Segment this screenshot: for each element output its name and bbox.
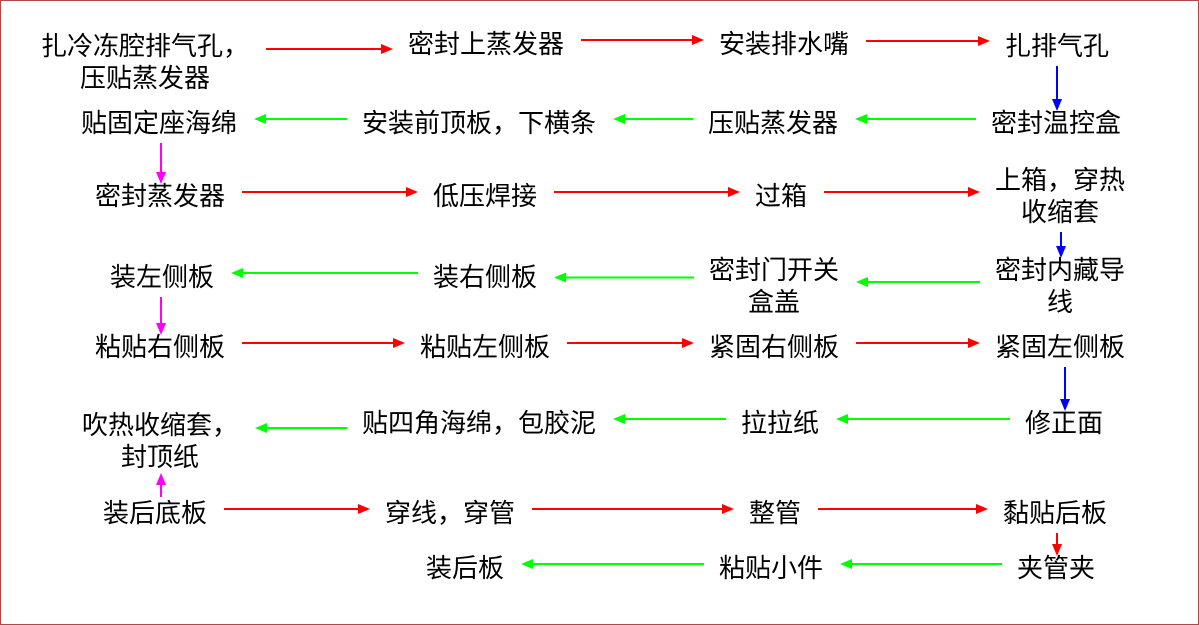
arrow-head xyxy=(254,114,267,124)
step-thread-wire-and-pipe: 穿线，穿管 xyxy=(385,499,516,529)
flow-arrow xyxy=(818,504,988,514)
flow-arrow xyxy=(856,277,980,287)
flow-arrow xyxy=(156,143,167,184)
step-puncture-vent-hole: 扎排气孔 xyxy=(1005,32,1110,62)
arrow-head xyxy=(722,504,734,514)
arrow-head xyxy=(156,172,167,184)
arrow-head xyxy=(968,187,980,197)
arrow-head xyxy=(836,414,849,424)
arrow-head xyxy=(1052,544,1063,556)
flow-arrow xyxy=(1060,367,1071,411)
arrow-head xyxy=(978,36,990,46)
step-glue-right-side-panel: 粘贴右侧板 xyxy=(95,333,226,363)
flow-arrow xyxy=(231,268,418,278)
step-puncture-freezer-vent-press-evaporator: 扎冷冻腔排气孔，压贴蒸发器 xyxy=(41,32,250,94)
arrow-head xyxy=(1052,99,1063,111)
step-mount-right-side-panel: 装右侧板 xyxy=(433,263,538,293)
arrow-head xyxy=(968,338,980,348)
flow-arrow xyxy=(567,338,694,348)
arrow-head xyxy=(855,114,868,124)
arrow-head xyxy=(613,114,626,124)
step-seal-thermostat-box: 密封温控盒 xyxy=(991,109,1122,139)
flow-arrow xyxy=(554,272,694,283)
arrow-head xyxy=(406,187,418,197)
step-glue-left-side-panel: 粘贴左侧板 xyxy=(420,333,551,363)
arrow-head xyxy=(255,423,268,433)
arrow-head xyxy=(840,559,853,569)
flow-arrow xyxy=(156,473,167,497)
arrow-head xyxy=(1056,246,1067,258)
flow-arrow xyxy=(836,414,1010,424)
arrow-head xyxy=(856,277,869,287)
step-blow-heat-shrink-seal-top-paper: 吹热收缩套，封顶纸 xyxy=(82,411,239,473)
flow-arrow xyxy=(581,35,704,45)
flow-arrow xyxy=(554,187,740,197)
step-low-pressure-welding: 低压焊接 xyxy=(433,182,538,212)
arrow-head xyxy=(682,338,694,348)
step-install-front-top-panel-lower-bar: 安装前顶板，下横条 xyxy=(362,109,597,139)
step-load-cabinet-heat-shrink: 上箱，穿热收缩套 xyxy=(995,166,1126,228)
step-press-evaporator: 压贴蒸发器 xyxy=(708,109,839,139)
arrow-head xyxy=(728,187,740,197)
arrow-head xyxy=(976,504,988,514)
step-correct-front-face: 修正面 xyxy=(1025,409,1104,439)
step-seal-upper-evaporator: 密封上蒸发器 xyxy=(408,30,565,60)
arrow-head xyxy=(381,44,393,54)
flow-arrow xyxy=(613,114,693,124)
step-seal-hidden-wire: 密封内藏导线 xyxy=(995,256,1126,318)
arrow-head xyxy=(358,504,370,514)
step-pull-paper: 拉拉纸 xyxy=(741,409,820,439)
arrow-head xyxy=(692,35,704,45)
flow-arrow xyxy=(866,36,990,46)
flow-arrow xyxy=(856,338,980,348)
step-fasten-left-side-panel: 紧固左侧板 xyxy=(995,333,1126,363)
flow-arrow xyxy=(242,187,418,197)
step-fasten-right-side-panel: 紧固右侧板 xyxy=(709,333,840,363)
step-attach-mount-sponge: 贴固定座海绵 xyxy=(81,109,238,139)
step-arrange-pipes: 整管 xyxy=(749,499,802,529)
step-seal-door-switch-box-cover: 密封门开关盒盖 xyxy=(709,256,840,318)
flow-arrow xyxy=(613,414,726,424)
step-mount-left-side-panel: 装左侧板 xyxy=(110,263,215,293)
flow-arrow xyxy=(254,114,347,124)
flow-arrow xyxy=(855,114,976,124)
flow-arrow xyxy=(521,559,704,569)
flow-arrow xyxy=(255,423,347,433)
arrow-head xyxy=(231,268,244,278)
arrow-head xyxy=(1060,399,1071,411)
step-mount-rear-bottom-panel: 装后底板 xyxy=(103,499,208,529)
step-install-drain-nozzle: 安装排水嘴 xyxy=(719,30,850,60)
step-stick-rear-panel: 黏贴后板 xyxy=(1003,499,1108,529)
arrow-head xyxy=(613,414,626,424)
flow-arrow xyxy=(824,187,980,197)
step-mount-rear-panel: 装后板 xyxy=(426,554,505,584)
flow-arrow xyxy=(1052,533,1063,556)
arrow-head xyxy=(393,338,405,348)
flow-arrow xyxy=(224,504,370,514)
flow-arrow xyxy=(532,504,734,514)
flow-arrow xyxy=(840,559,1002,569)
flow-arrow xyxy=(1056,232,1067,258)
arrow-head xyxy=(554,272,567,283)
step-clamp-pipe-clips: 夹管夹 xyxy=(1017,554,1096,584)
step-stick-small-parts: 粘贴小件 xyxy=(719,554,824,584)
flow-arrow xyxy=(1052,66,1063,111)
flow-arrow xyxy=(266,44,393,54)
step-pass-cabinet: 过箱 xyxy=(755,182,808,212)
arrow-head xyxy=(521,559,534,569)
flow-arrow xyxy=(242,338,405,348)
arrow-head xyxy=(156,323,167,335)
flow-arrow xyxy=(156,297,167,335)
arrow-head xyxy=(156,473,167,485)
step-corner-sponge-wrap-putty: 贴四角海绵，包胶泥 xyxy=(362,409,597,439)
step-seal-evaporator: 密封蒸发器 xyxy=(95,182,226,212)
